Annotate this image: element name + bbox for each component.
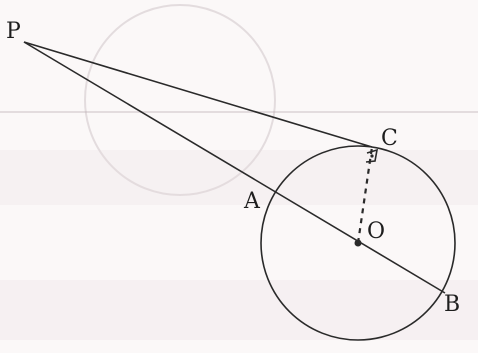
ghost-band-lower [0, 280, 478, 340]
right-angle-dot [370, 154, 374, 158]
figure [23, 41, 456, 341]
center-point-o [354, 239, 362, 247]
point-labels: P A O B C [6, 19, 460, 317]
label-a: A [243, 189, 261, 214]
background-bleed-through [0, 4, 478, 340]
label-p: P [6, 19, 21, 44]
right-angle-marker [365, 148, 379, 163]
label-o: O [367, 219, 385, 244]
radius-oc-dashed [356, 146, 374, 244]
secant-segment-pb [23, 41, 446, 294]
label-c: C [381, 126, 398, 151]
circle-o [260, 145, 456, 341]
ghost-circle [84, 4, 276, 196]
label-b: B [444, 292, 460, 317]
tangent-segment-pc [23, 41, 373, 148]
ghost-band [0, 150, 478, 205]
